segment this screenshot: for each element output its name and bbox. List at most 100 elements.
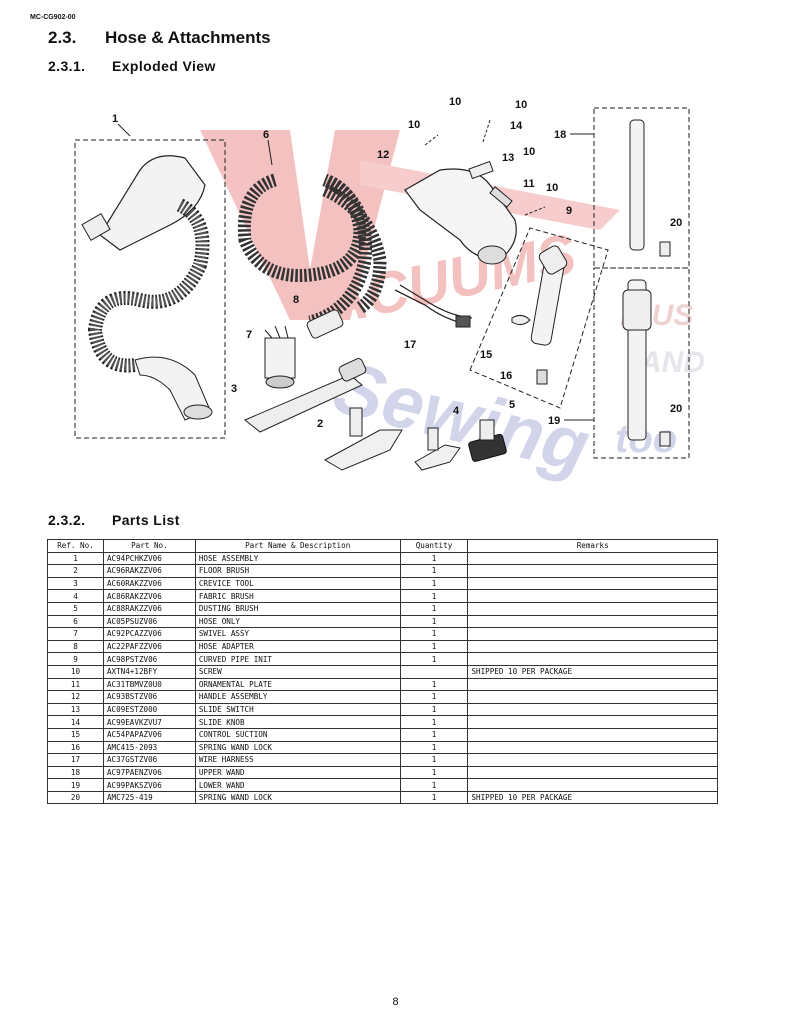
part-name-cell: WIRE HARNESS	[194, 753, 401, 767]
ref-no-cell: 4	[47, 589, 104, 603]
subsection-title: Exploded View	[112, 58, 216, 74]
remarks-cell	[467, 551, 718, 566]
section-heading: 2.3.Hose & Attachments	[48, 28, 271, 48]
ref-no-cell: 20	[47, 790, 104, 805]
ref-no-cell: 18	[47, 765, 104, 780]
remarks-cell	[467, 677, 718, 692]
part-no-cell: AC09ESTZ000	[102, 702, 196, 717]
ref-no-cell: 8	[47, 639, 104, 654]
callout-19: 19	[548, 415, 560, 427]
watermark-word-3: AND	[639, 346, 705, 379]
quantity-cell: 1	[399, 702, 469, 717]
remarks-cell	[467, 727, 718, 742]
header-quantity: Quantity	[399, 539, 469, 553]
part-name-cell: SLIDE KNOB	[194, 715, 401, 729]
part-name-cell: HOSE ADAPTER	[194, 639, 401, 654]
part-no-cell: AXTN4+12BFY	[102, 664, 196, 679]
exploded-view-diagram: ACUUMS R-US AND Sewing too	[60, 90, 740, 490]
remarks-cell: SHIPPED 10 PER PACKAGE	[467, 790, 718, 805]
quantity-cell: 1	[399, 639, 469, 654]
remarks-cell	[467, 589, 718, 603]
callout-15: 15	[480, 349, 492, 361]
part-name-cell: HOSE ONLY	[194, 614, 401, 629]
part-no-cell: AC60RAKZZV06	[102, 576, 196, 591]
remarks-cell	[467, 601, 718, 616]
callout-9: 9	[566, 205, 572, 217]
callout-1: 1	[112, 113, 118, 125]
header-remarks: Remarks	[467, 539, 718, 553]
remarks-cell: SHIPPED 10 PER PACKAGE	[467, 664, 718, 679]
callout-18: 18	[554, 129, 566, 141]
part-no-cell: AMC725-419	[102, 790, 196, 805]
quantity-cell: 1	[399, 652, 469, 666]
part-name-cell: UPPER WAND	[194, 765, 401, 780]
ref-no-cell: 17	[47, 753, 104, 767]
remarks-cell	[467, 778, 718, 792]
callout-20-b: 20	[670, 403, 682, 415]
fabric-brush-part	[414, 427, 461, 471]
ref-no-cell: 5	[47, 601, 104, 616]
hose-assembly-part	[74, 139, 226, 439]
part-name-cell: CURVED PIPE INIT	[194, 652, 401, 666]
quantity-cell: 1	[399, 690, 469, 704]
subsection-heading-parts-list: 2.3.2.Parts List	[48, 512, 180, 528]
callout-10-c: 10	[408, 119, 420, 131]
remarks-cell	[467, 740, 718, 755]
part-no-cell: AC99PAKSZV06	[102, 778, 196, 792]
ref-no-cell: 2	[47, 564, 104, 578]
callout-7: 7	[246, 329, 252, 341]
part-name-cell: SLIDE SWITCH	[194, 702, 401, 717]
part-name-cell: HANDLE ASSEMBLY	[194, 690, 401, 704]
section-number: 2.3.	[48, 28, 77, 47]
part-name-cell: ORNAMENTAL PLATE	[194, 677, 401, 692]
callout-10-a: 10	[449, 96, 461, 108]
remarks-cell	[467, 753, 718, 767]
part-no-cell: AC88RAKZZV06	[102, 601, 196, 616]
ref-no-cell: 13	[47, 702, 104, 717]
upper-wand-part	[593, 107, 690, 269]
ref-no-cell: 1	[47, 551, 104, 566]
crevice-tool-part	[244, 358, 367, 433]
document-code: MC-CG902-00	[30, 14, 76, 21]
header-part-no: Part No.	[102, 539, 196, 553]
ref-no-cell: 14	[47, 715, 104, 729]
part-name-cell: FLOOR BRUSH	[194, 564, 401, 578]
part-name-cell: LOWER WAND	[194, 778, 401, 792]
subsection-title: Parts List	[112, 512, 180, 528]
part-name-cell: CONTROL SUCTION	[194, 727, 401, 742]
part-no-cell: AC99EAVKZVU7	[102, 715, 196, 729]
part-name-cell: HOSE ASSEMBLY	[194, 551, 401, 566]
lower-wand-part	[593, 267, 690, 459]
callout-12: 12	[377, 149, 389, 161]
part-no-cell: AC54PAPAZV06	[102, 727, 196, 742]
callout-16: 16	[500, 370, 512, 382]
callout-2: 2	[317, 418, 323, 430]
subsection-heading-exploded-view: 2.3.1.Exploded View	[48, 58, 216, 74]
callout-3: 3	[231, 383, 237, 395]
remarks-cell	[467, 576, 718, 591]
swivel-assy-part	[264, 325, 296, 389]
quantity-cell: 1	[399, 790, 469, 805]
ref-no-cell: 15	[47, 727, 104, 742]
part-name-cell: SCREW	[194, 664, 401, 679]
part-no-cell: AC97PAENZV06	[102, 765, 196, 780]
exploded-view-svg: ACUUMS R-US AND Sewing too	[74, 96, 705, 488]
ref-no-cell: 11	[47, 677, 104, 692]
quantity-cell: 1	[399, 715, 469, 729]
callout-14: 14	[510, 120, 523, 132]
page-number: 8	[392, 996, 399, 1008]
